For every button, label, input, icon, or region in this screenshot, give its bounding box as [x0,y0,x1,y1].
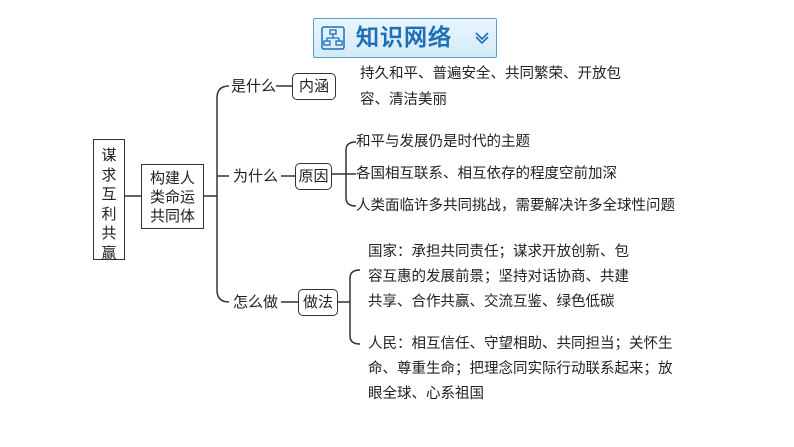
root-char: 共 [101,224,117,242]
method-people-line-2: 命、尊重生命；把理念同实际行动联系起来；放 [368,361,673,377]
center-line: 构建人 [149,169,195,187]
flowchart-icon [321,26,345,50]
bracket-method [349,269,361,345]
root-node: 谋 求 互 利 共 赢 [93,139,125,262]
root-char: 谋 [101,146,117,164]
chevron-down-icon[interactable] [474,31,490,45]
method-country-line-3: 共享、合作共赢、交流互鉴、绿色低碳 [368,294,615,310]
root-char: 互 [101,185,117,203]
main-bracket [216,85,230,303]
center-line: 共同体 [149,207,195,225]
banner-title: 知识网络 [356,25,452,51]
tag-connotation: 内涵 [292,73,336,100]
branch-question-what: 是什么 [231,77,277,95]
center-line: 类命运 [149,188,195,206]
method-people-line-1: 人民：相互信任、守望相助、共同担当；关怀生 [368,336,673,352]
connotation-text-line-2: 容、清洁美丽 [360,92,447,108]
reason-item-2: 各国相互联系、相互依存的程度空前加深 [356,166,617,182]
tag-reason: 原因 [295,163,332,190]
root-char: 赢 [101,243,117,262]
root-char: 利 [101,204,117,223]
method-people-line-3: 眼全球、心系祖国 [368,386,484,402]
tag-method: 做法 [298,289,338,316]
root-char: 求 [101,165,117,184]
section-banner: 知识网络 [313,18,497,58]
branch-question-why: 为什么 [233,167,279,185]
connotation-text-line-1: 持久和平、普遍安全、共同繁荣、开放包 [360,66,621,82]
reason-item-3: 人类面临许多共同挑战，需要解决许多全球性问题 [356,198,675,214]
reason-item-1: 和平与发展仍是时代的主题 [356,134,530,150]
branch-question-how: 怎么做 [233,293,279,311]
center-node: 构建人 类命运 共同体 [141,164,204,229]
method-country-line-1: 国家：承担共同责任；谋求开放创新、包 [368,244,629,260]
method-country-line-2: 容互惠的发展前景；坚持对话协商、共建 [368,269,629,285]
